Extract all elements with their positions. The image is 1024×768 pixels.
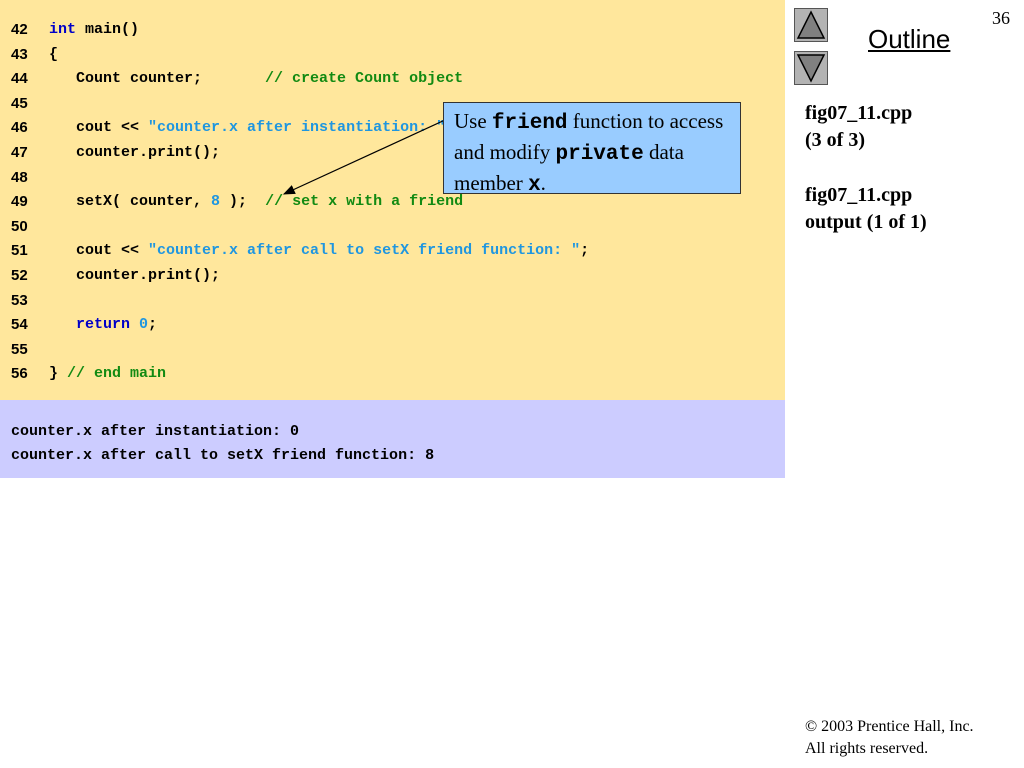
line-number: 45	[11, 94, 28, 112]
code-text: cout << "counter.x after instantiation: …	[49, 116, 454, 140]
output-line: counter.x after instantiation: 0	[11, 423, 300, 440]
copyright-symbol: ©	[805, 718, 818, 735]
triangle-down-icon	[796, 54, 826, 83]
callout-text: .	[540, 171, 546, 195]
file-label: fig07_11.cpp output (1 of 1)	[805, 182, 927, 236]
code-token	[130, 316, 139, 333]
code-token: {	[49, 45, 59, 63]
output-line: counter.x after call to setX friend func…	[11, 447, 435, 464]
callout-text: function to access and modify	[454, 109, 724, 164]
line-number: 48	[11, 168, 28, 186]
code-token: cout <<	[49, 119, 149, 137]
line-number: 54	[11, 316, 28, 334]
code-comment: // set x with a friend	[265, 193, 464, 211]
code-comment: // create Count object	[265, 70, 464, 88]
callout-code-private: private	[555, 143, 644, 166]
code-token: );	[220, 193, 266, 211]
page-number: 36	[992, 8, 1010, 28]
file-part: (3 of 3)	[805, 129, 865, 151]
code-panel: 42 int main() 43 {44 Count counter; // crea…	[0, 0, 785, 400]
code-text: {	[49, 43, 58, 67]
code-text: counter.print();	[49, 141, 220, 165]
copyright-text: 2003 Prentice Hall, Inc.	[817, 718, 974, 735]
code-token: }	[49, 365, 68, 383]
line-number: 44	[11, 70, 28, 88]
code-token: Count counter;	[49, 70, 266, 88]
code-comment: // end main	[67, 365, 167, 383]
code-text: int main()	[49, 18, 139, 42]
file-name: fig07_11.cpp	[805, 184, 913, 206]
code-number: 8	[211, 193, 221, 211]
code-text: return 0;	[49, 313, 157, 337]
code-token: main()	[76, 21, 140, 38]
code-keyword: int	[49, 21, 77, 38]
callout-box: Use friend function to access and modify…	[443, 102, 741, 197]
line-number: 50	[11, 217, 28, 235]
code-text: Count counter; // create Count object	[49, 67, 463, 91]
code-keyword: return	[49, 316, 131, 334]
code-text: cout << "counter.x after call to setX fr…	[49, 239, 589, 263]
line-number: 47	[11, 144, 28, 161]
line-number: 49	[11, 193, 28, 211]
line-number: 52	[11, 267, 28, 284]
code-text: setX( counter, 8 ); // set x with a frie…	[49, 190, 463, 214]
code-token: counter.print();	[49, 144, 221, 161]
line-number: 55	[11, 340, 28, 358]
outline-link[interactable]: Outline	[868, 24, 951, 54]
callout-text: data member	[454, 140, 684, 195]
line-number: 43	[11, 45, 28, 63]
next-slide-button[interactable]	[794, 51, 828, 85]
line-number: 53	[11, 291, 28, 309]
callout-text: Use	[454, 109, 492, 133]
code-number: 0	[139, 316, 149, 334]
code-string: "counter.x after instantiation: "	[148, 119, 446, 137]
code-string: "counter.x after call to setX friend fun…	[148, 242, 581, 260]
file-part: output (1 of 1)	[805, 211, 927, 233]
code-token: counter.print();	[49, 267, 221, 284]
callout-code-friend: friend	[491, 112, 568, 135]
copyright-footer: © 2003 Prentice Hall, Inc. All rights re…	[805, 716, 974, 760]
line-number: 56	[11, 365, 28, 383]
triangle-up-icon	[796, 10, 826, 39]
previous-slide-button[interactable]	[794, 8, 828, 42]
output-panel: counter.x after instantiation: 0 counter…	[0, 400, 785, 478]
callout-code-x: x	[528, 174, 541, 197]
line-number: 46	[11, 119, 28, 137]
code-text: } // end main	[49, 362, 166, 386]
code-text: counter.print();	[49, 264, 220, 288]
file-label: fig07_11.cpp (3 of 3)	[805, 100, 912, 154]
code-token: ;	[148, 316, 158, 334]
code-token: ;	[580, 242, 590, 260]
code-token: cout <<	[49, 242, 149, 260]
file-name: fig07_11.cpp	[805, 102, 913, 124]
line-number: 42	[11, 21, 28, 38]
line-number: 51	[11, 242, 28, 260]
code-token: setX( counter,	[49, 193, 212, 211]
rights-text: All rights reserved.	[805, 740, 929, 757]
